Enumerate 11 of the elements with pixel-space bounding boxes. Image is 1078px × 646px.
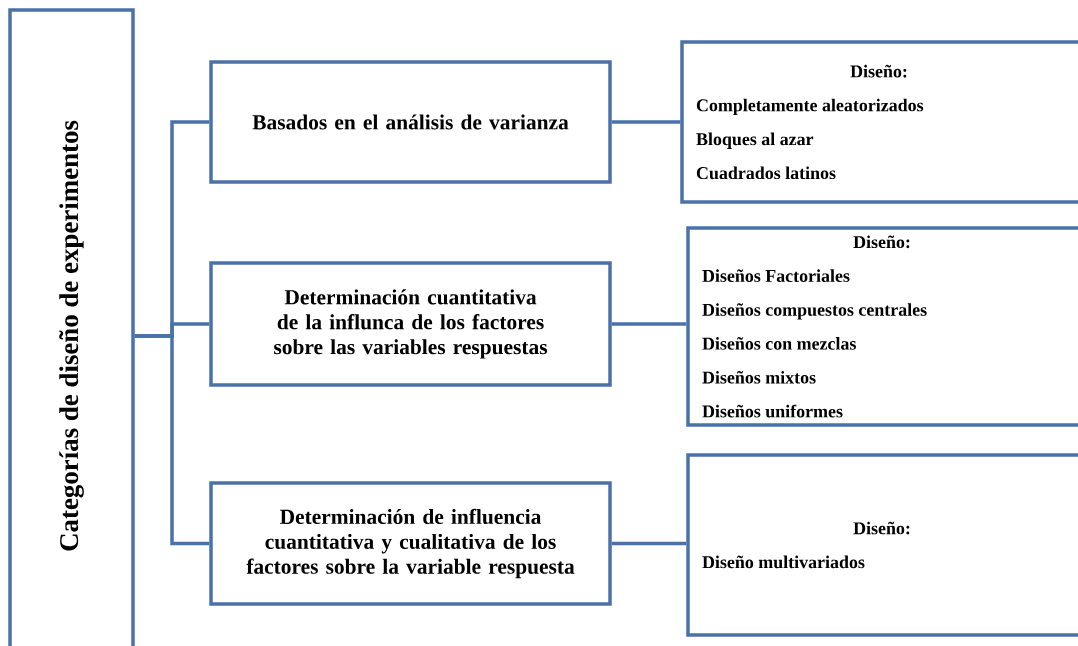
design-box: Diseño: Diseños Factoriales Diseños compuestos centrales Diseños con mezclas Diseños mixtos Diseños uniformes [686, 226, 1078, 427]
connector-line [134, 334, 210, 546]
connector-line [611, 322, 687, 326]
category-box: Basados en el análisis de varianza [209, 60, 612, 184]
category-box: Determinación cuantitativa de la influnca de los factores sobre las variables respuestas [209, 261, 612, 387]
connector-line [611, 541, 687, 546]
category-box: Determinación de influencia cuantitativa y cualitativa de los factores sobre la variable respuesta [209, 481, 612, 606]
category-box: Categorías de diseño de experimentos [8, 8, 135, 646]
connector-line [611, 120, 681, 124]
design-box: Diseño: Diseño multivariados [686, 453, 1078, 637]
design-box: Diseño: Completamente aleatorizados Bloques al azar Cuadrados latinos [680, 40, 1078, 204]
